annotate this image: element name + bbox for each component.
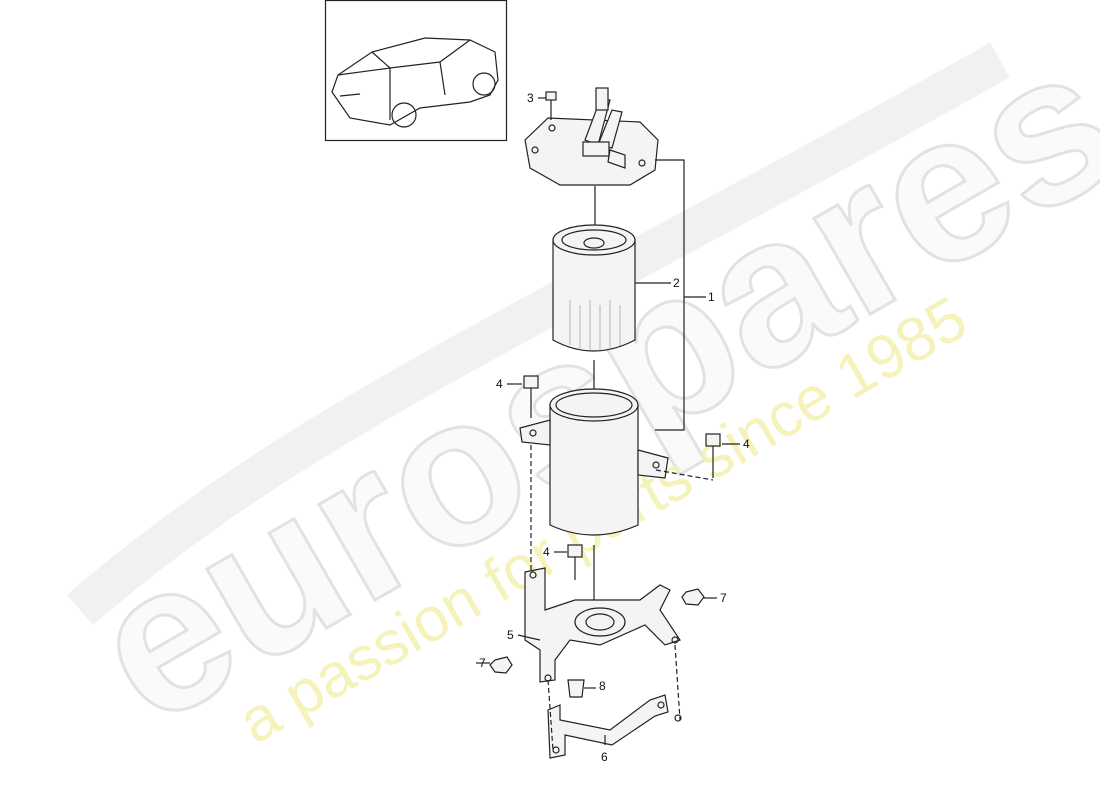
watermark-brand: eurospares xyxy=(55,0,1100,769)
callout-4: 4 xyxy=(496,377,503,391)
callout-8: 8 xyxy=(599,679,606,693)
vehicle-thumbnail xyxy=(324,0,508,142)
bolt-icon xyxy=(523,375,539,418)
filter-cover xyxy=(524,87,659,186)
callout-6: 6 xyxy=(601,750,608,764)
callout-7: 7 xyxy=(479,656,486,670)
grommet-icon xyxy=(567,679,585,698)
callout-4: 4 xyxy=(543,545,550,559)
bracket-lower xyxy=(547,694,682,759)
leader-lines xyxy=(476,97,740,751)
bolt-icon xyxy=(705,433,721,478)
callout-7: 7 xyxy=(720,591,727,605)
callout-5: 5 xyxy=(507,628,514,642)
bolt-icon xyxy=(545,91,557,120)
nut-icon xyxy=(489,656,513,674)
callout-1: 1 xyxy=(708,290,715,304)
nut-icon xyxy=(681,588,705,606)
bolt-icon xyxy=(567,544,583,580)
watermark-swoosh xyxy=(66,42,1010,626)
callout-3: 3 xyxy=(527,91,534,105)
watermark: eurospares a passion for parts since 198… xyxy=(54,0,1100,770)
bracket-upper xyxy=(524,567,681,683)
car-suv-icon xyxy=(331,37,499,128)
filter-element xyxy=(552,186,636,390)
callout-4: 4 xyxy=(743,437,750,451)
callout-2: 2 xyxy=(673,276,680,290)
